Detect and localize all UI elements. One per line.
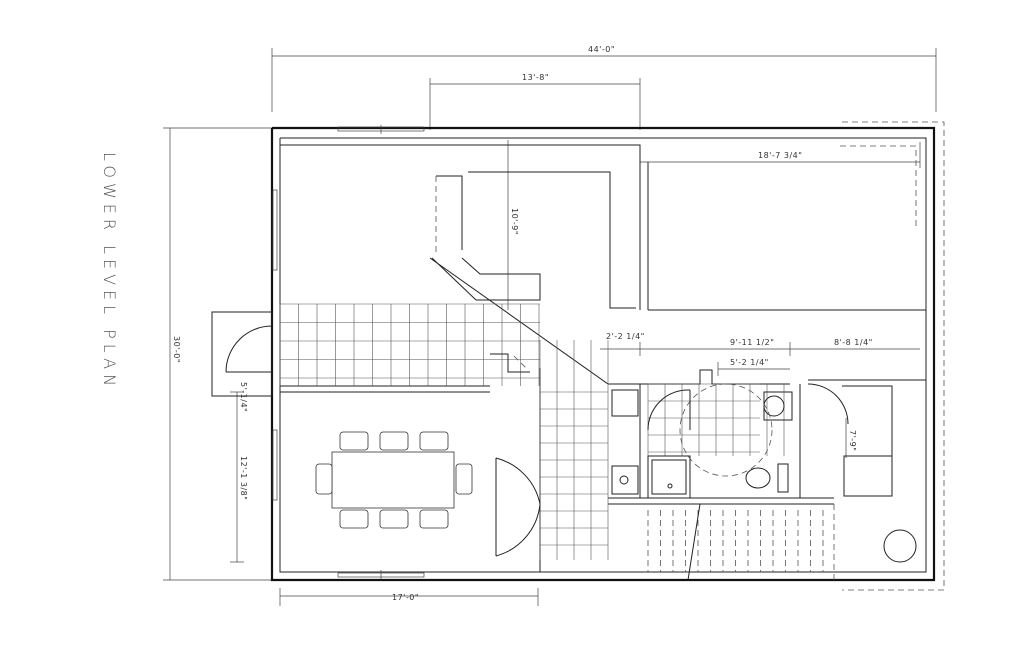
chair [455, 463, 473, 495]
stair-break-line [687, 503, 701, 581]
chair [419, 431, 449, 451]
windows [272, 125, 425, 580]
dim-dining-depth: 12'-1 3/8" [239, 456, 248, 500]
dim-overall-width: 44'-0" [588, 45, 615, 54]
dim-upper-room-depth: 10'-9" [510, 208, 519, 235]
entry-door[interactable] [211, 311, 273, 397]
chair [315, 463, 333, 495]
bathroom-fixtures [611, 383, 793, 499]
chair [419, 509, 449, 529]
stairs [647, 503, 824, 581]
dim-right-room: 18'-7 3/4" [758, 151, 802, 160]
chair [339, 509, 369, 529]
double-door[interactable] [495, 457, 541, 557]
dim-overall-depth: 30'-0" [172, 336, 181, 363]
dim-bath-sub: 5'-2 1/4" [730, 358, 769, 367]
dining-chairs [315, 431, 473, 529]
chair [379, 431, 409, 451]
dim-dining-width: 17'-0" [392, 593, 419, 602]
chair [379, 509, 409, 529]
exterior-walls [270, 121, 945, 591]
dim-hall-offset: 2'-2 1/4" [606, 332, 645, 341]
dim-upper-room: 13'-8" [522, 73, 549, 82]
dimension-lines [163, 48, 937, 606]
dim-bedroom-depth: 7'-9" [848, 430, 857, 451]
tile-floor [279, 303, 785, 560]
chair [339, 431, 369, 451]
dining-table [331, 451, 455, 509]
hall-features [490, 353, 691, 431]
dim-bath-width: 9'-11 1/2" [730, 338, 774, 347]
plan-title: LOWER LEVEL PLAN [100, 152, 119, 391]
bedroom-furniture [807, 383, 917, 580]
dim-entry-offset: 5'-1/4" [239, 382, 248, 412]
interior-walls [280, 144, 926, 572]
dim-bedroom-width: 8'-8 1/4" [834, 338, 873, 347]
